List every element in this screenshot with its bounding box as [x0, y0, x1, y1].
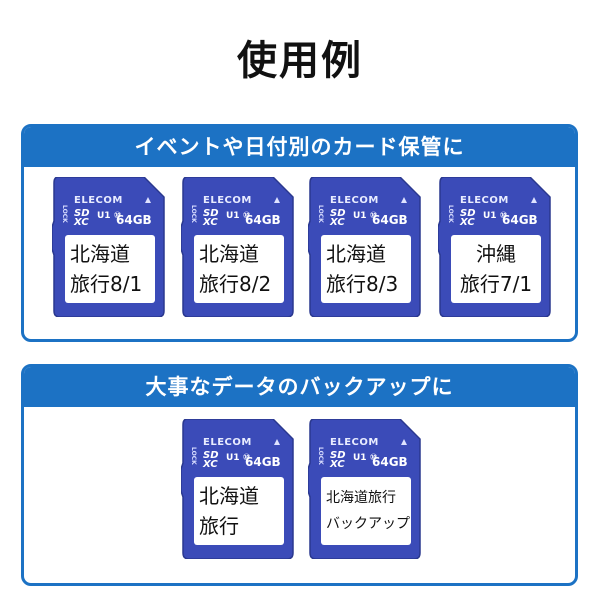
label-line: バックアップ [326, 516, 410, 532]
speed-class-text: U1 ⑩ [353, 211, 378, 221]
handwritten-label: 北海道 旅行 [194, 477, 284, 545]
triangle-icon [531, 197, 537, 203]
panel-header: イベントや日付別のカード保管に [24, 127, 575, 167]
speed-class-text: U1 ⑩ [226, 453, 251, 463]
lock-text: LOCK [190, 447, 197, 465]
handwritten-label: 沖縄 旅行7/1 [451, 235, 541, 303]
label-line: 旅行8/3 [326, 272, 399, 296]
label-line: 北海道 [326, 242, 386, 266]
brand-text: ELECOM [330, 437, 379, 448]
brand-text: ELECOM [203, 437, 252, 448]
label-line: 旅行7/1 [459, 272, 533, 296]
triangle-icon [145, 197, 151, 203]
label-line: 北海道 [199, 484, 259, 508]
triangle-icon [274, 197, 280, 203]
label-line: 沖縄 [476, 242, 516, 266]
handwritten-label: 北海道 旅行8/2 [194, 235, 284, 303]
capacity-text: 64GB [116, 213, 152, 227]
handwritten-label: 北海道 旅行8/1 [65, 235, 155, 303]
capacity-text: 64GB [502, 213, 538, 227]
handwritten-label: 北海道旅行 バックアップ [321, 477, 411, 545]
capacity-text: 64GB [245, 213, 281, 227]
label-line: 旅行 [199, 514, 239, 538]
triangle-icon [401, 197, 407, 203]
lock-text: LOCK [317, 447, 324, 465]
triangle-icon [274, 439, 280, 445]
capacity-text: 64GB [245, 455, 281, 469]
lock-text: LOCK [317, 205, 324, 223]
speed-class-text: U1 ⑩ [97, 211, 122, 221]
brand-text: ELECOM [203, 195, 252, 206]
lock-text: LOCK [190, 205, 197, 223]
brand-text: ELECOM [330, 195, 379, 206]
label-line: 北海道 [70, 242, 130, 266]
page-title: 使用例 [237, 38, 363, 84]
brand-text: ELECOM [460, 195, 509, 206]
handwritten-label: 北海道 旅行8/3 [321, 235, 411, 303]
speed-class-text: U1 ⑩ [226, 211, 251, 221]
speed-class-text: U1 ⑩ [353, 453, 378, 463]
lock-text: LOCK [61, 205, 68, 223]
panel-header: 大事なデータのバックアップに [24, 367, 575, 407]
triangle-icon [401, 439, 407, 445]
label-line: 北海道旅行 [326, 490, 396, 506]
capacity-text: 64GB [372, 213, 408, 227]
capacity-text: 64GB [372, 455, 408, 469]
label-line: 北海道 [199, 242, 259, 266]
label-line: 旅行8/1 [70, 272, 143, 296]
label-line: 旅行8/2 [199, 272, 272, 296]
speed-class-text: U1 ⑩ [483, 211, 508, 221]
brand-text: ELECOM [74, 195, 123, 206]
lock-text: LOCK [447, 205, 454, 223]
